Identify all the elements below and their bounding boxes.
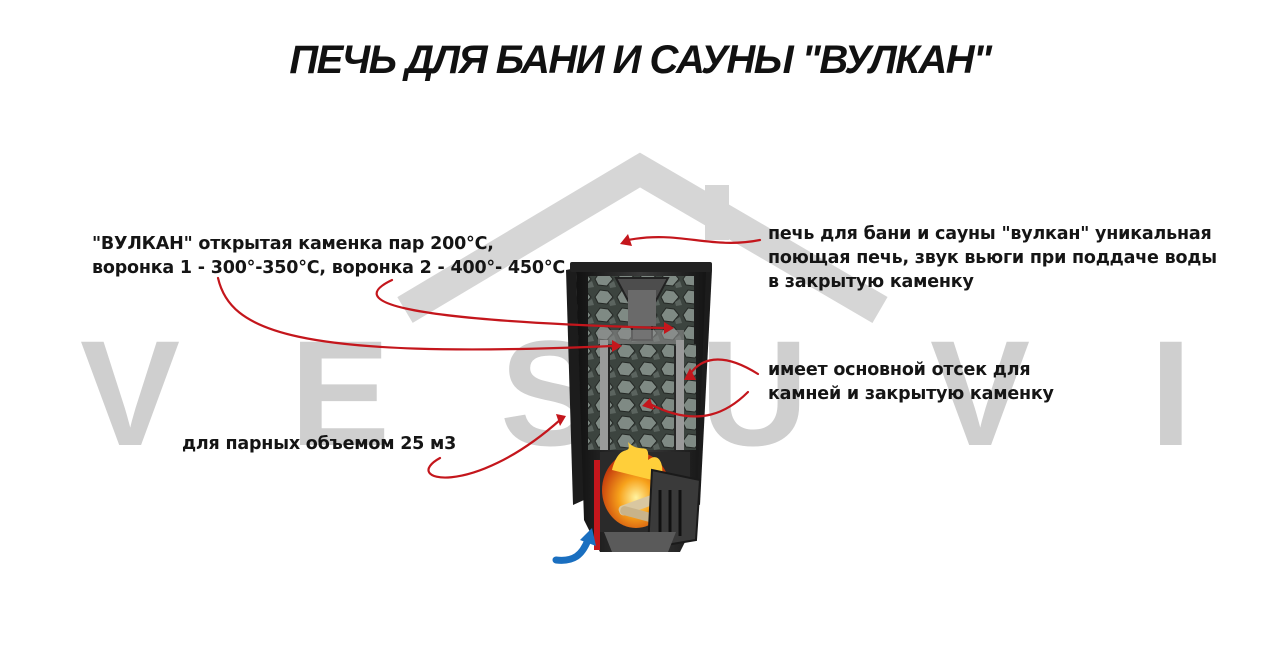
callout-text: в закрытую каменку	[768, 272, 974, 292]
watermark-letter: V	[80, 309, 181, 477]
callout-text: камней и закрытую каменку	[768, 384, 1054, 404]
watermark-letter: U	[700, 309, 809, 477]
callout-left-bottom: для парных объемом 25 м3	[182, 432, 456, 456]
callout-right-top: печь для бани и сауны "вулкан" уникальна…	[768, 222, 1217, 294]
callout-text: "ВУЛКАН" открытая каменка пар 200°С,	[92, 234, 494, 254]
callout-text: имеет основной отсек для	[768, 360, 1031, 380]
callout-left-top: "ВУЛКАН" открытая каменка пар 200°С, вор…	[92, 232, 565, 280]
callout-text: печь для бани и сауны "вулкан" уникальна…	[768, 224, 1212, 244]
callout-text: для парных объемом 25 м3	[182, 434, 457, 454]
callout-text: воронка 1 - 300°-350°С, воронка 2 - 400°…	[92, 258, 566, 278]
callout-text: поющая печь, звук вьюги при поддаче воды	[768, 248, 1217, 268]
page-title: ПЕЧЬ ДЛЯ БАНИ И САУНЫ "ВУЛКАН"	[289, 38, 992, 82]
callout-right-middle: имеет основной отсек для камней и закрыт…	[768, 358, 1054, 406]
watermark-letter: V	[930, 309, 1031, 477]
watermark-letter: I	[1150, 309, 1192, 477]
